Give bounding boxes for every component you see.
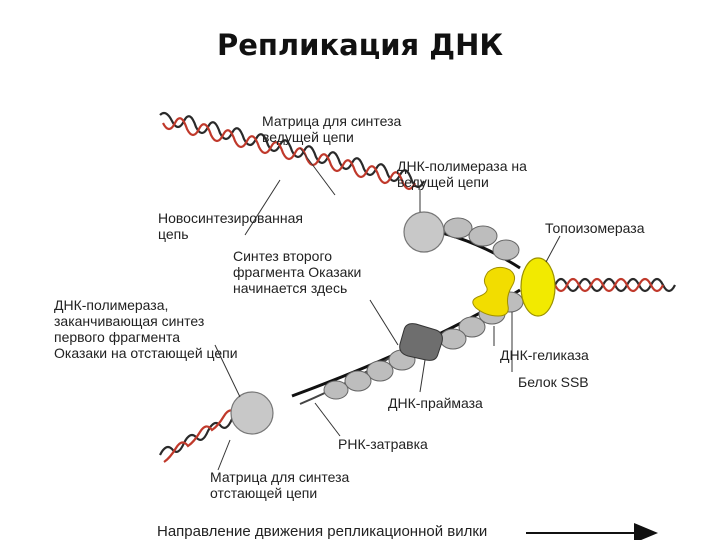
label-okazaki-start: Синтез второго фрагмента Оказаки начинае…	[233, 248, 361, 296]
ssb-upper-group	[443, 217, 520, 261]
label-line: Оказаки на отстающей цепи	[54, 345, 238, 361]
label-lagging-template: Матрица для синтеза отстающей цепи	[210, 469, 349, 501]
label-topoisomerase: Топоизомераза	[545, 220, 645, 236]
label-line: Новосинтезированная	[158, 210, 303, 226]
label-line: начинается здесь	[233, 280, 348, 296]
pointer-primase	[419, 359, 426, 393]
pointer-topoisomerase	[545, 235, 561, 263]
polymerase-leading	[403, 211, 445, 253]
label-line: ведущей цепи	[262, 129, 354, 145]
label-direction: Направление движения репликационной вилк…	[157, 523, 488, 540]
label-polymerase-leading: ДНК-полимераза на ведущей цепи	[397, 158, 527, 190]
label-line: первого фрагмента	[54, 329, 181, 345]
pointer-polymerase-lagging	[214, 344, 241, 398]
label-helicase: ДНК-геликаза	[500, 347, 589, 363]
primase	[399, 323, 443, 361]
ssb-protein	[492, 239, 520, 261]
label-line: ведущей цепи	[397, 174, 489, 190]
label-line: фрагмента Оказаки	[233, 264, 362, 280]
pointer-rna-primer	[314, 402, 341, 437]
label-leading-template: Матрица для синтеза ведущей цепи	[262, 113, 401, 145]
pointer-okazaki-start	[369, 299, 399, 346]
helicase-blob	[472, 266, 516, 317]
label-rna-primer: РНК-затравка	[338, 436, 428, 452]
upper-parental-helix	[159, 111, 425, 191]
topoisomerase-enzyme	[520, 257, 556, 317]
leading-template-strand	[159, 111, 425, 189]
label-line: Матрица для синтеза	[210, 469, 350, 485]
label-primase: ДНК-праймаза	[388, 395, 483, 411]
label-ssb: Белок SSB	[518, 374, 589, 390]
parental-strand-red	[554, 277, 664, 293]
label-polymerase-lagging: ДНК-полимераза, заканчивающая синтез пер…	[54, 297, 238, 361]
pointer-lines	[214, 147, 561, 471]
pointer-new-strand	[244, 179, 281, 236]
label-line: Матрица для синтеза	[262, 113, 402, 129]
ssb-protein	[344, 370, 372, 392]
ssb-protein	[458, 316, 486, 338]
ssb-protein	[366, 360, 394, 382]
label-line: отстающей цепи	[210, 485, 318, 501]
page-title: Репликация ДНК	[216, 28, 504, 62]
label-line: заканчивающая синтез	[54, 313, 205, 329]
label-line: цепь	[158, 226, 189, 242]
new-leading-strand	[162, 117, 416, 191]
label-line: ДНК-полимераза,	[54, 297, 169, 313]
ssb-protein	[443, 217, 473, 239]
polymerase-lagging	[230, 391, 274, 435]
ssb-protein	[468, 225, 498, 247]
label-line: ДНК-полимераза на	[397, 158, 527, 174]
label-new-strand: Новосинтезированная цепь	[158, 210, 303, 242]
label-line: Синтез второго	[233, 248, 333, 264]
pointer-lagging-template	[217, 439, 231, 471]
ssb-protein	[439, 328, 467, 350]
ssb-protein	[323, 380, 349, 400]
pointer-leading-template	[299, 147, 336, 196]
parental-duplex	[554, 277, 676, 293]
